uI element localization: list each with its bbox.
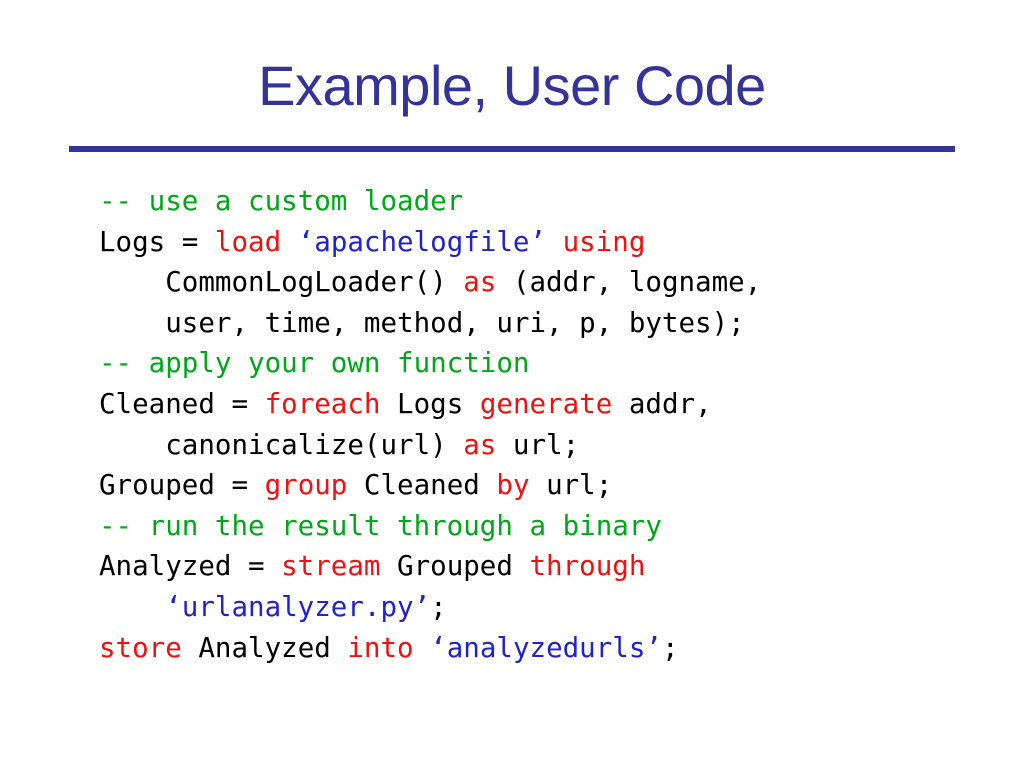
code-token-plain: ;: [661, 631, 679, 664]
code-token-comment: -- apply your own function: [99, 347, 530, 380]
code-token-plain: url;: [496, 428, 580, 461]
code-token-keyword: by: [496, 469, 530, 502]
code-token-comment: -- run the result through a binary: [99, 509, 662, 542]
code-token-string: ‘analyzedurls’: [430, 631, 662, 664]
code-token-plain: Grouped =: [99, 469, 265, 502]
code-token-keyword: through: [529, 550, 646, 583]
code-token-plain: url;: [529, 469, 613, 502]
code-line: Grouped = group Cleaned by url;: [99, 465, 999, 506]
code-token-keyword: stream: [281, 550, 381, 583]
code-token-plain: Analyzed: [181, 631, 348, 664]
code-token-keyword: store: [99, 631, 182, 664]
code-line: CommonLogLoader() as (addr, logname,: [99, 262, 999, 303]
code-line: ‘urlanalyzer.py’;: [99, 587, 999, 628]
code-token-plain: Analyzed =: [99, 550, 282, 583]
code-indent: [99, 266, 165, 298]
code-token-keyword: group: [264, 469, 348, 502]
code-line: -- run the result through a binary: [99, 506, 999, 547]
code-line: user, time, method, uri, p, bytes);: [99, 303, 999, 344]
code-line: -- apply your own function: [99, 343, 999, 384]
code-indent: [99, 429, 165, 461]
code-token-plain: canonicalize(url): [165, 428, 464, 461]
code-token-keyword: into: [347, 631, 414, 664]
code-token-keyword: load: [214, 225, 282, 258]
code-line: Cleaned = foreach Logs generate addr,: [99, 384, 999, 425]
code-token-comment: -- use a custom loader: [99, 185, 464, 217]
code-line: -- use a custom loader: [99, 181, 999, 222]
code-line: Logs = load ‘apachelogfile’ using: [99, 222, 999, 263]
code-token-plain: Cleaned: [347, 469, 497, 502]
code-token-plain: Cleaned =: [99, 387, 265, 420]
title-underline-rule: [69, 146, 955, 152]
code-token-plain: Logs =: [99, 225, 215, 258]
code-token-keyword: as: [463, 428, 497, 461]
code-token-plain: [414, 632, 431, 664]
code-line: canonicalize(url) as url;: [99, 425, 999, 466]
code-token-keyword: as: [463, 266, 497, 299]
code-token-plain: [281, 226, 298, 258]
code-token-keyword: foreach: [264, 387, 381, 420]
code-line: Analyzed = stream Grouped through: [99, 546, 999, 587]
code-token-plain: ;: [430, 590, 447, 623]
code-token-plain: (addr, logname,: [496, 266, 762, 299]
code-token-keyword: using: [562, 225, 646, 258]
code-indent: [99, 591, 165, 623]
code-token-plain: user, time, method, uri, p, bytes);: [165, 306, 745, 339]
code-token-plain: CommonLogLoader(): [165, 266, 464, 299]
code-token-keyword: generate: [479, 387, 613, 420]
code-line: store Analyzed into ‘analyzedurls’;: [99, 628, 999, 669]
code-token-string: ‘urlanalyzer.py’: [165, 590, 431, 623]
code-token-plain: Logs: [380, 387, 480, 420]
code-token-plain: Grouped: [380, 550, 530, 583]
code-token-string: ‘apachelogfile’: [297, 225, 547, 258]
code-token-plain: addr,: [612, 387, 712, 420]
code-indent: [99, 307, 165, 339]
page-title: Example, User Code: [258, 54, 766, 117]
code-token-plain: [546, 226, 563, 258]
